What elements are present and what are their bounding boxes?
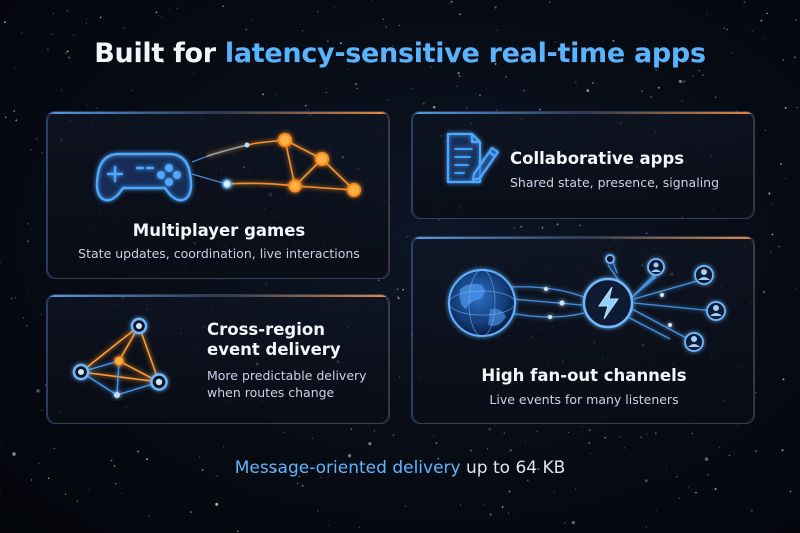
- card-title: Collaborative apps: [510, 149, 685, 168]
- gamepad-network-illustration: [95, 133, 361, 202]
- lightning-hub-icon: [582, 277, 634, 329]
- card-title: High fan-out channels: [481, 366, 687, 385]
- card-high-fan-out-channels: High fan-out channels Live events for ma…: [411, 236, 755, 424]
- title-highlight: latency-sensitive real-time apps: [224, 38, 706, 69]
- card-subtitle: Live events for many listeners: [489, 392, 679, 407]
- footer-caption: Message-oriented delivery up to 64 KB: [0, 458, 800, 478]
- card-title-line1: Cross-region: [207, 320, 325, 339]
- network-triangle-icon: [72, 317, 168, 398]
- card-title: Multiplayer games: [132, 221, 306, 240]
- card-multiplayer-games: Multiplayer games State updates, coordin…: [46, 111, 390, 279]
- card-cross-region-event-delivery: Cross-region event delivery More predict…: [46, 294, 390, 424]
- card-subtitle: Shared state, presence, signaling: [510, 175, 720, 190]
- footer-suffix: up to 64 KB: [466, 458, 566, 478]
- network-triangle-illustration: [72, 317, 168, 398]
- page-title: Built for latency-sensitive real-time ap…: [0, 38, 800, 69]
- card-title-line2: event delivery: [207, 340, 341, 359]
- document-pencil-illustration: [446, 132, 500, 184]
- globe-icon: [448, 269, 516, 337]
- card-collaborative-apps: Collaborative apps Shared state, presenc…: [411, 111, 755, 219]
- card-subtitle-line1: More predictable delivery: [207, 368, 367, 383]
- document-pencil-icon: [446, 132, 500, 184]
- globe-fanout-illustration: [448, 254, 726, 352]
- gamepad-icon: [95, 152, 193, 202]
- card-subtitle-line2: when routes change: [207, 385, 335, 400]
- card-subtitle: State updates, coordination, live intera…: [78, 246, 360, 261]
- title-prefix: Built for: [94, 38, 216, 69]
- network-nodes: [222, 133, 361, 197]
- footer-highlight: Message-oriented delivery: [234, 458, 461, 478]
